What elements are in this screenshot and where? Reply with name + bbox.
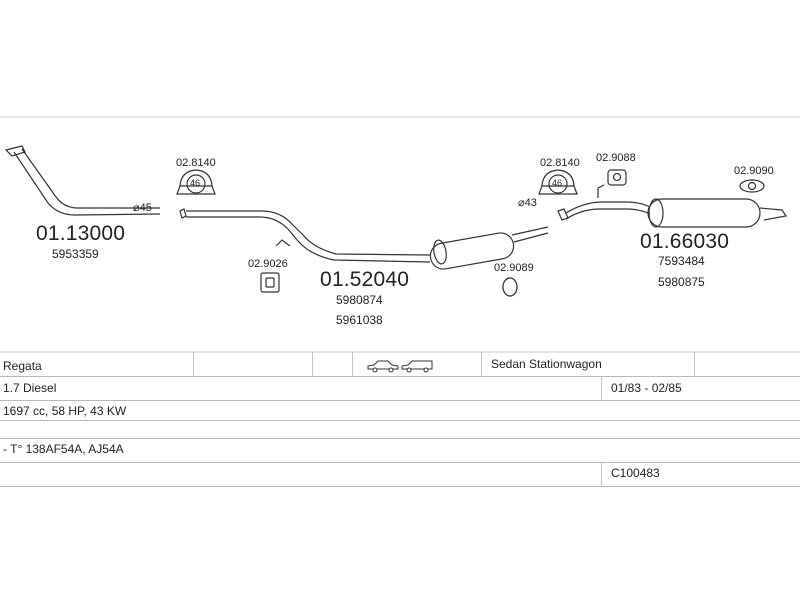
clamp-left-code: 02.8140 (176, 157, 216, 169)
front-pipe-drawing (4, 145, 161, 216)
rear-silencer-oem-number-2: 5980875 (658, 275, 705, 289)
vehicle-engine: 1.7 Diesel (3, 381, 57, 395)
vehicle-engine-codes: - T° 138AF54A, AJ54A (3, 442, 124, 456)
vehicle-specs: 1697 cc, 58 HP, 43 KW (3, 404, 127, 418)
clamp-left-size: 46 (190, 178, 201, 188)
sedan-icon (367, 360, 399, 373)
rear-silencer-oem-number-1: 7593484 (658, 254, 705, 268)
hanger-2-code: 02.9088 (596, 152, 636, 164)
hanger-3-drawing (739, 179, 765, 193)
vehicle-model: Regata (3, 359, 42, 373)
hanger-1-drawing (260, 272, 280, 293)
middle-silencer-oem-number-2: 5961038 (336, 313, 383, 327)
middle-silencer-drawing (179, 208, 549, 270)
catalog-code: C100483 (611, 466, 660, 480)
hanger-3-code: 02.9090 (734, 165, 774, 177)
front-pipe-oem-number: 5953359 (52, 247, 99, 261)
clamp-left-drawing (176, 169, 216, 195)
rear-silencer-drawing (557, 184, 788, 228)
rear-silencer-part-number: 01.66030 (640, 230, 730, 253)
ring-1-code: 02.9089 (494, 262, 534, 274)
clamp-right-drawing (538, 169, 578, 195)
clamp-right-code: 02.8140 (540, 157, 580, 169)
middle-silencer-oem-number-1: 5980874 (336, 293, 383, 307)
front-pipe-part-number: 01.13000 (36, 222, 126, 245)
vehicle-body-types: Sedan Stationwagon (491, 357, 602, 371)
hanger-2-drawing (607, 169, 627, 186)
clamp-right-size: 46 (552, 178, 563, 188)
middle-silencer-part-number: 01.52040 (320, 268, 410, 291)
stationwagon-icon (401, 360, 433, 373)
hanger-1-code: 02.9026 (248, 258, 288, 270)
vehicle-years: 01/83 - 02/85 (611, 381, 682, 395)
rear-pipe-diameter: ⌀43 (518, 197, 537, 209)
front-pipe-diameter: ⌀45 (133, 202, 152, 214)
ring-1-drawing (502, 277, 518, 297)
